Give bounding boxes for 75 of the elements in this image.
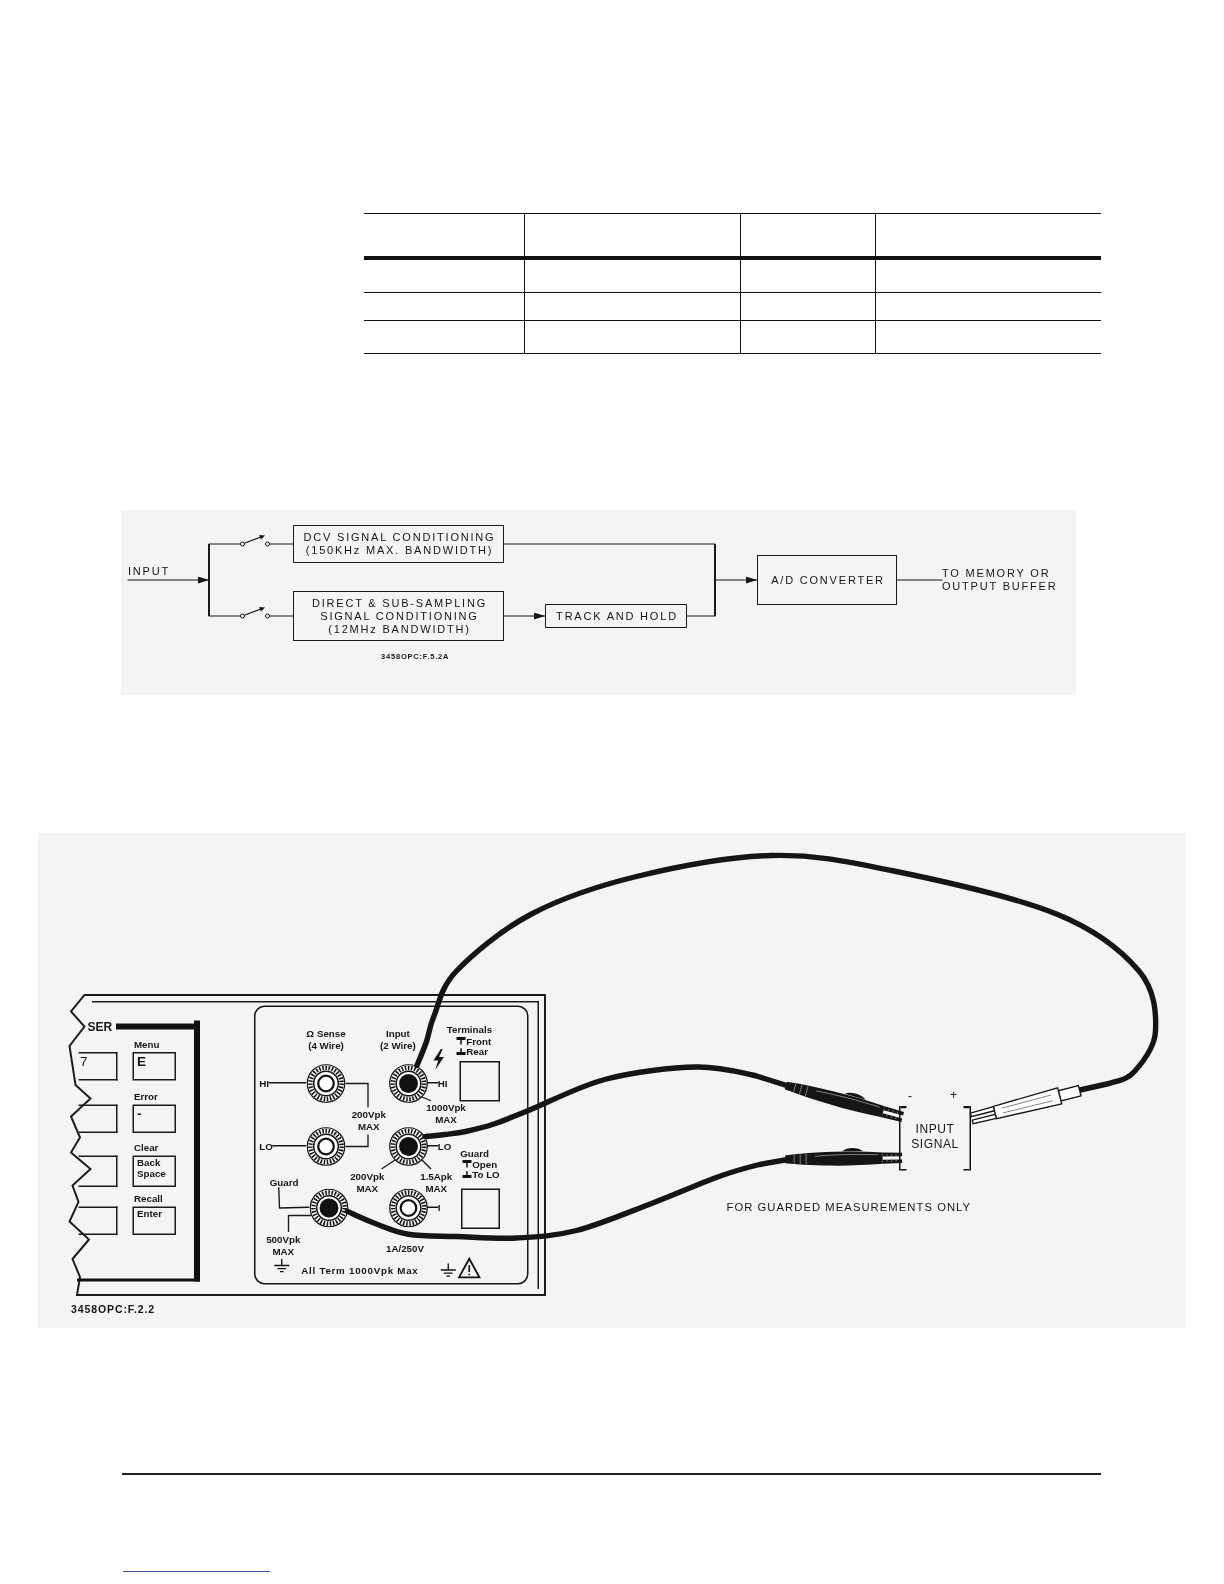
option-label: Front [466,1034,492,1047]
output-label: TO MEMORY OR OUTPUT BUFFER [942,567,1062,593]
test-lead [344,1157,788,1241]
keypad-key: Back Space [132,1155,176,1187]
column-heading: Ω Sense (4 Wire) [305,1028,347,1052]
input-terminal [308,1187,348,1227]
terminal-label: LO [259,1139,273,1152]
signal-arrow [127,576,210,584]
polarity-sign: + [950,1089,957,1102]
signal-arrow [714,576,758,584]
signal-line [896,579,943,581]
input-terminal [388,1126,428,1166]
keypad-key [78,1155,118,1187]
keypad-key: - [132,1104,176,1133]
signal-label: INPUT [128,565,170,578]
leader-line [278,1187,310,1209]
leader-line [268,1082,307,1084]
test-lead [414,852,1159,1093]
polarity-sign: - [908,1091,912,1103]
note-text: FOR GUARDED MEASUREMENTS ONLY [726,1200,972,1214]
leader-line [272,1145,307,1147]
rating-label: 1.5Apk MAX [419,1170,454,1195]
rating-label: 500Vpk MAX [265,1233,302,1258]
figure-code: 3458OPC:F.2.2 [71,1303,156,1316]
key-label: Error [134,1091,158,1103]
process-box: DCV SIGNAL CONDITIONING (150KHz MAX. BANDWIDTH) [293,525,504,563]
key-label: Recall [134,1193,163,1205]
input-terminal [388,1187,428,1227]
signal-line [686,615,716,617]
keypad-key [78,1104,118,1133]
input-terminal [305,1126,345,1166]
terminal-label: HI [259,1076,269,1089]
key-label: Clear [134,1142,159,1154]
leader-line [426,1145,439,1147]
keypad-frame [77,1020,200,1282]
rating-label: 200Vpk MAX [349,1170,386,1195]
key-label: Menu [134,1038,160,1051]
terminal-label: HI [437,1076,448,1089]
switch-symbol [240,533,270,547]
rating-label: 1000Vpk MAX [425,1101,467,1126]
switch-symbol [240,605,270,619]
rating-label: 1A/250V [386,1242,424,1255]
column-heading: Input (2 Wire) [380,1028,417,1052]
keypad-key: Enter [132,1206,176,1235]
process-box: DIRECT & SUB-SAMPLING SIGNAL CONDITIONING (12MHz BANDWIDTH) [293,591,504,641]
terminal-label: LO [437,1139,452,1152]
test-lead [422,1064,788,1140]
panel-label: Guard [460,1147,489,1160]
option-label: To LO [472,1168,500,1181]
rating-label: 200Vpk MAX [350,1109,387,1133]
signal-source-bracket: INPUT SIGNAL [899,1106,971,1171]
leader-line [426,1082,439,1084]
alligator-clip [784,1147,903,1169]
input-terminal [305,1063,345,1103]
signal-arrow [503,612,546,620]
process-box: A/D CONVERTER [757,555,897,605]
process-box: TRACK AND HOLD [545,604,687,628]
keypad-key [78,1206,118,1235]
signal-line [208,543,241,545]
keypad-key: 7 [78,1052,118,1081]
signal-line [269,543,294,545]
terminal-label: Guard [269,1175,299,1188]
terminal-panel [254,1005,529,1285]
panel-note: All Term 1000Vpk Max [301,1264,419,1277]
signal-line [208,615,241,617]
panel-label: Terminals [446,1022,493,1035]
terminal-label: I [437,1201,441,1214]
signal-line [269,615,294,617]
leader-line [426,1206,439,1208]
option-label: Rear [466,1045,488,1058]
keypad-key: E [132,1052,176,1081]
panel-label: SER [87,1020,113,1034]
option-label: Open [472,1157,498,1170]
signal-line [503,543,716,545]
input-terminal [388,1063,428,1103]
